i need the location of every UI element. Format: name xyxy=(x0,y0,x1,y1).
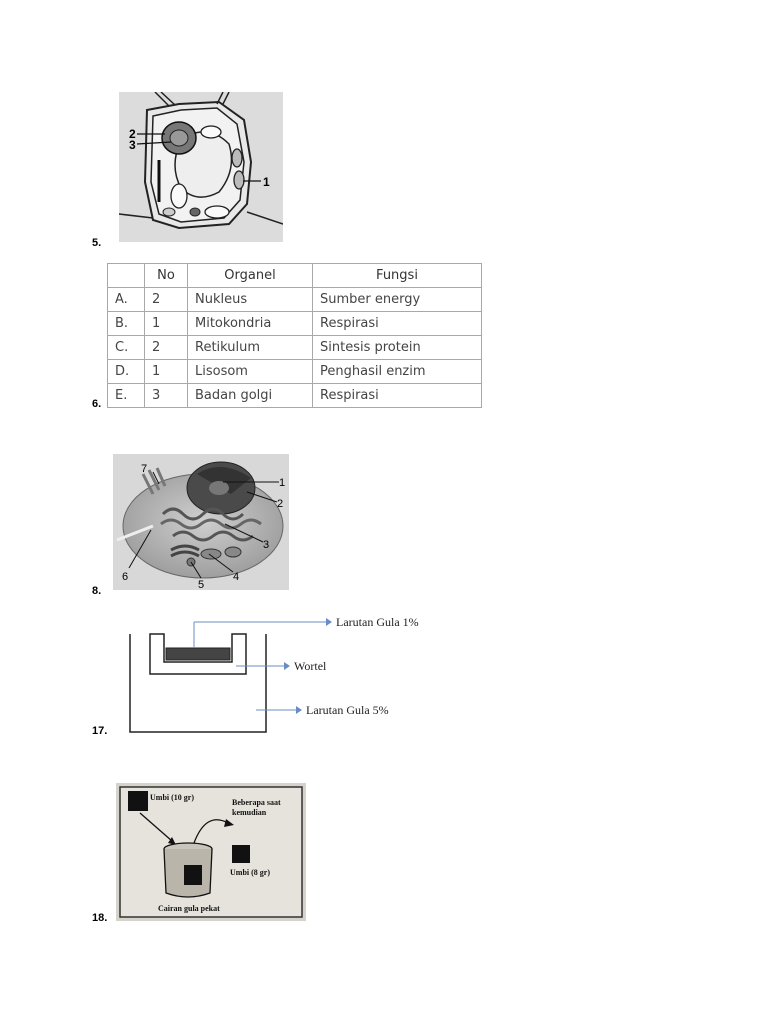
label-carrot: Wortel xyxy=(294,659,327,673)
label-sugar-5pct: Larutan Gula 5% xyxy=(306,703,389,717)
organelle-function: Respirasi xyxy=(313,384,482,408)
cell8-label-6: 6 xyxy=(122,571,128,583)
tuber-osmosis-diagram: Umbi (10 gr) Beberapa saat kemudian Umbi… xyxy=(116,783,306,921)
organelle-number: 3 xyxy=(145,384,188,408)
label-sugar-1pct: Larutan Gula 1% xyxy=(336,615,419,629)
tuber-osmosis-figure: Umbi (10 gr) Beberapa saat kemudian Umbi… xyxy=(116,783,306,921)
label-kemudian: kemudian xyxy=(232,808,267,817)
organelle-name: Badan golgi xyxy=(188,384,313,408)
organelle-name: Lisosom xyxy=(188,360,313,384)
cell8-label-3: 3 xyxy=(263,539,269,551)
question-number-17: 17. xyxy=(92,725,107,737)
animal-cell-figure: 7 1 2 3 4 5 6 xyxy=(113,454,289,590)
question-number-6: 6. xyxy=(92,398,101,410)
cell-label-1: 1 xyxy=(263,175,270,189)
label-umbi-8gr: Umbi (8 gr) xyxy=(230,868,270,877)
header-cell xyxy=(108,264,145,288)
cell8-label-1: 1 xyxy=(279,477,285,489)
organelle-function: Sumber energy xyxy=(313,288,482,312)
organelle-table: No Organel Fungsi A. 2 Nukleus Sumber en… xyxy=(107,263,482,409)
organelle-number: 2 xyxy=(145,336,188,360)
header-organel: Organel xyxy=(188,264,313,288)
table-row: B. 1 Mitokondria Respirasi xyxy=(108,312,482,336)
animal-cell-diagram: 7 1 2 3 4 5 6 xyxy=(113,454,289,590)
organelle-table-grid: No Organel Fungsi A. 2 Nukleus Sumber en… xyxy=(107,263,482,408)
label-cairan-gula: Cairan gula pekat xyxy=(158,904,220,913)
label-beberapa-saat: Beberapa saat xyxy=(232,798,281,807)
plant-cell-diagram: 2 3 1 xyxy=(119,92,283,242)
option-letter: B. xyxy=(108,312,145,336)
question-number-8: 8. xyxy=(92,585,101,597)
table-row: A. 2 Nukleus Sumber energy xyxy=(108,288,482,312)
organelle-function: Respirasi xyxy=(313,312,482,336)
organelle-function: Sintesis protein xyxy=(313,336,482,360)
option-letter: D. xyxy=(108,360,145,384)
osmosis-carrot-diagram: Larutan Gula 1% Wortel Larutan Gula 5% xyxy=(118,606,420,736)
organelle-name: Nukleus xyxy=(188,288,313,312)
organelle-name: Mitokondria xyxy=(188,312,313,336)
organelle-number: 1 xyxy=(145,312,188,336)
plant-cell-figure: 2 3 1 xyxy=(119,92,283,242)
table-row: C. 2 Retikulum Sintesis protein xyxy=(108,336,482,360)
cell8-label-4: 4 xyxy=(233,571,239,583)
option-letter: C. xyxy=(108,336,145,360)
header-no: No xyxy=(145,264,188,288)
organelle-number: 2 xyxy=(145,288,188,312)
option-letter: E. xyxy=(108,384,145,408)
osmosis-carrot-figure: Larutan Gula 1% Wortel Larutan Gula 5% xyxy=(118,606,420,736)
label-umbi-10gr: Umbi (10 gr) xyxy=(150,793,194,802)
cell8-label-5: 5 xyxy=(198,579,204,590)
header-fungsi: Fungsi xyxy=(313,264,482,288)
option-letter: A. xyxy=(108,288,145,312)
cell-label-3: 3 xyxy=(129,138,136,152)
organelle-name: Retikulum xyxy=(188,336,313,360)
table-row: E. 3 Badan golgi Respirasi xyxy=(108,384,482,408)
cell8-label-7: 7 xyxy=(141,463,147,475)
cell8-label-2: 2 xyxy=(277,498,283,510)
table-row: D. 1 Lisosom Penghasil enzim xyxy=(108,360,482,384)
table-header-row: No Organel Fungsi xyxy=(108,264,482,288)
question-number-5: 5. xyxy=(92,237,101,249)
organelle-function: Penghasil enzim xyxy=(313,360,482,384)
question-number-18: 18. xyxy=(92,912,107,924)
organelle-number: 1 xyxy=(145,360,188,384)
